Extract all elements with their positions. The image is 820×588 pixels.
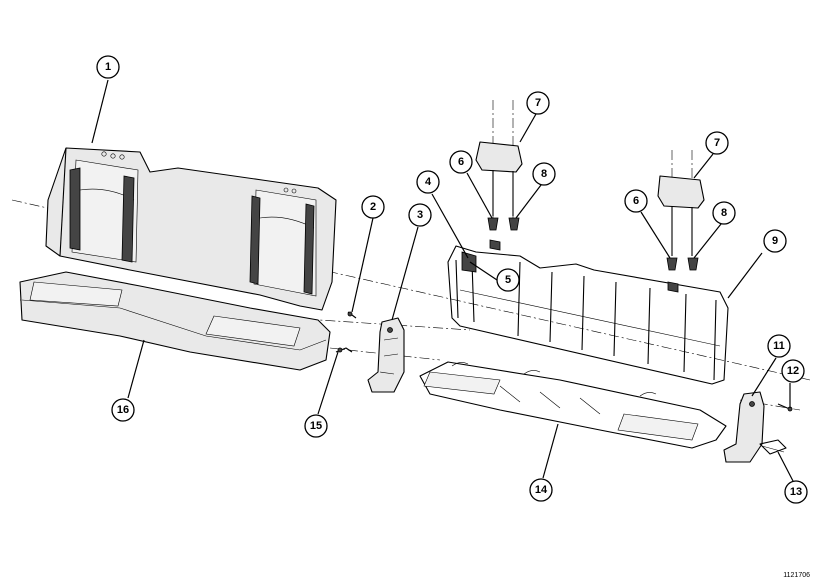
callout-6-left: 6 [449,150,473,174]
callout-8-right: 8 [712,201,736,225]
seat-bottom-cushion [19,271,331,371]
callout-16: 16 [111,398,135,422]
svg-text:1: 1 [105,61,111,73]
svg-text:13: 13 [790,486,802,498]
svg-text:6: 6 [633,195,639,207]
svg-text:9: 9 [772,235,778,247]
callout-4: 4 [416,170,440,194]
svg-text:3: 3 [417,209,423,221]
callout-15: 15 [304,414,328,438]
seat-bottom-frame [419,361,727,449]
callout-9: 9 [763,229,787,253]
svg-text:8: 8 [721,207,727,219]
left-riser-bracket [367,317,405,393]
svg-text:8: 8 [541,168,547,180]
svg-text:4: 4 [425,176,432,188]
headrest-guides [487,217,699,271]
diagram-id-label: 1121706 [783,572,810,579]
callout-7-left: 7 [526,91,550,115]
leader-lines [91,79,794,482]
callout-3: 3 [408,203,432,227]
headrest-left [475,141,523,216]
latch-cable [335,347,353,353]
callout-1: 1 [96,55,120,79]
headrest-right [657,175,705,256]
callout-8-left: 8 [532,162,556,186]
callout-5: 5 [496,268,520,292]
callout-6-right: 6 [624,189,648,213]
callout-7-right: 7 [705,131,729,155]
callout-2: 2 [361,195,385,219]
svg-text:6: 6 [458,156,464,168]
latch-assembly [759,439,787,455]
svg-text:15: 15 [310,420,322,432]
callout-14: 14 [529,478,553,502]
svg-text:12: 12 [787,365,799,377]
seat-back-frame [447,239,729,385]
seat-back-cushion [45,147,337,311]
svg-text:14: 14 [535,484,548,496]
svg-text:7: 7 [535,97,541,109]
callout-12: 12 [781,359,805,383]
pin-part-2 [347,311,357,319]
svg-text:5: 5 [505,274,511,286]
svg-text:11: 11 [773,340,785,352]
svg-text:7: 7 [714,137,720,149]
callout-13: 13 [784,480,808,504]
callout-11: 11 [767,334,791,358]
right-riser-bracket [723,391,765,463]
svg-text:2: 2 [370,201,376,213]
svg-text:16: 16 [117,404,129,416]
